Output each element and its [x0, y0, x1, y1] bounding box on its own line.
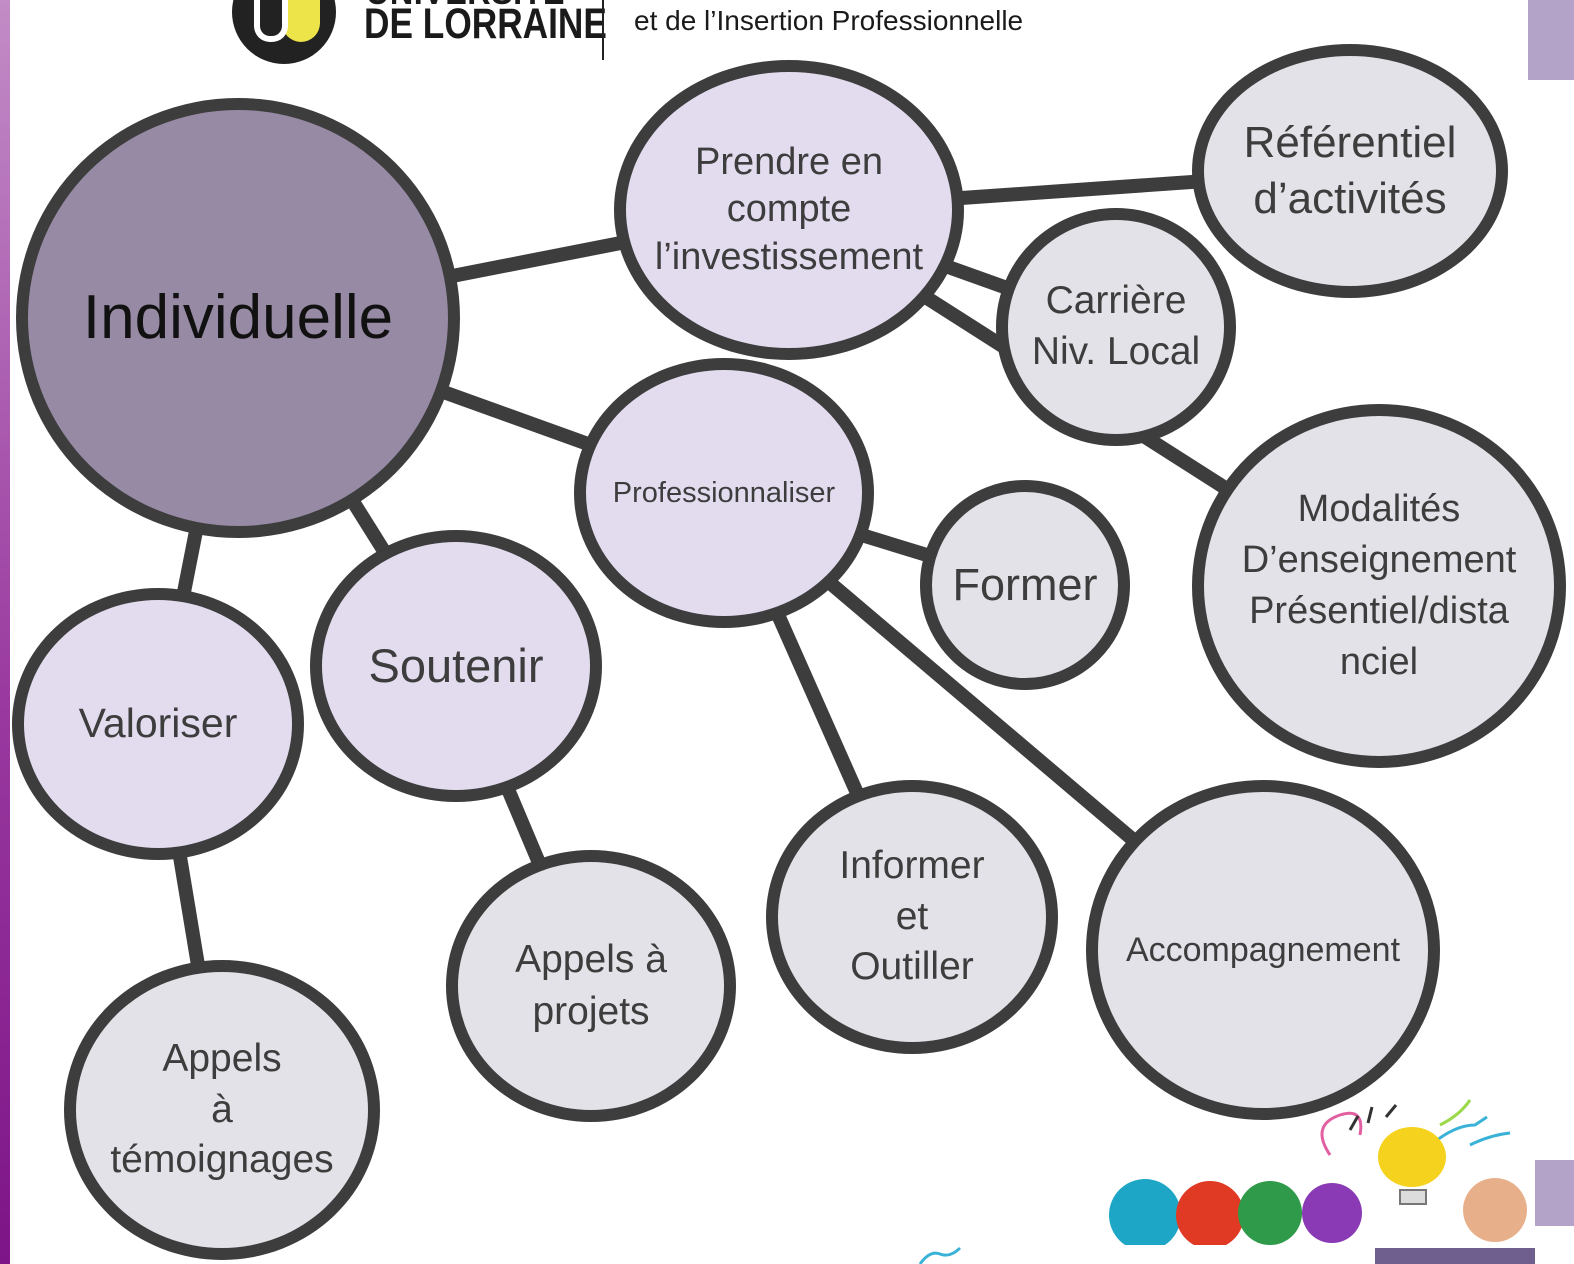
- node-soutenir: Soutenir: [310, 530, 602, 802]
- logo-white-shape: [254, 0, 288, 42]
- logo-text-top: UNIVERSITÉ: [366, 0, 565, 10]
- node-modalites: Modalités D’enseignement Présentiel/dist…: [1192, 404, 1566, 768]
- node-appels-projets: Appels à projets: [446, 850, 736, 1122]
- node-individuelle: Individuelle: [16, 98, 460, 538]
- left-accent-bar: [0, 0, 10, 1264]
- node-accompagnement: Accompagnement: [1086, 780, 1440, 1120]
- swirl-decoration: [918, 1246, 962, 1264]
- node-informer: Informer et Outiller: [766, 780, 1058, 1054]
- corner-block-bottom-right: [1535, 1160, 1574, 1226]
- node-professionnaliser: Professionnaliser: [574, 358, 874, 628]
- corner-block-top-right: [1528, 0, 1574, 80]
- node-prendre-en-compte: Prendre en compte l’investissement: [614, 60, 964, 360]
- node-valoriser: Valoriser: [12, 588, 304, 860]
- node-former: Former: [920, 480, 1130, 690]
- logo-text-main: DE LORRAINE: [364, 0, 607, 48]
- corner-block-bottom: [1375, 1248, 1535, 1264]
- node-appels-temoignages: Appels à témoignages: [64, 960, 380, 1260]
- logo-yellow-shape: [282, 0, 320, 42]
- logo-separator: [602, 0, 604, 60]
- header-subtitle: et de l’Insertion Professionnelle: [634, 5, 1024, 36]
- node-referentiel: Référentiel d’activités: [1192, 44, 1508, 298]
- crumpled-paper-illustration: [1109, 1099, 1527, 1245]
- node-carriere: Carrière Niv. Local: [996, 208, 1236, 446]
